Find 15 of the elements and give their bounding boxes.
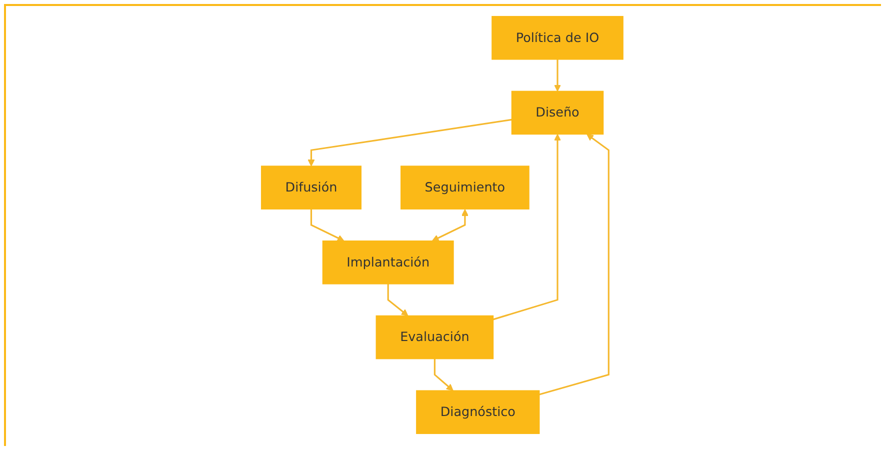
node-box: Seguimiento bbox=[400, 166, 530, 210]
node-box: Política de IO bbox=[492, 16, 624, 60]
arrow bbox=[388, 284, 409, 316]
node-box: Implantación bbox=[322, 240, 454, 284]
node-box: Diseño bbox=[512, 90, 604, 135]
arrow bbox=[310, 209, 345, 242]
arrow bbox=[432, 209, 469, 242]
arrow bbox=[554, 59, 562, 92]
node-box: Difusión bbox=[261, 166, 362, 210]
node-box: Evaluación bbox=[376, 315, 494, 360]
node-box: Diagnóstico bbox=[416, 390, 540, 434]
arrow bbox=[308, 118, 512, 166]
arrow bbox=[493, 134, 562, 320]
arrow bbox=[434, 358, 454, 391]
arrow bbox=[539, 134, 610, 396]
